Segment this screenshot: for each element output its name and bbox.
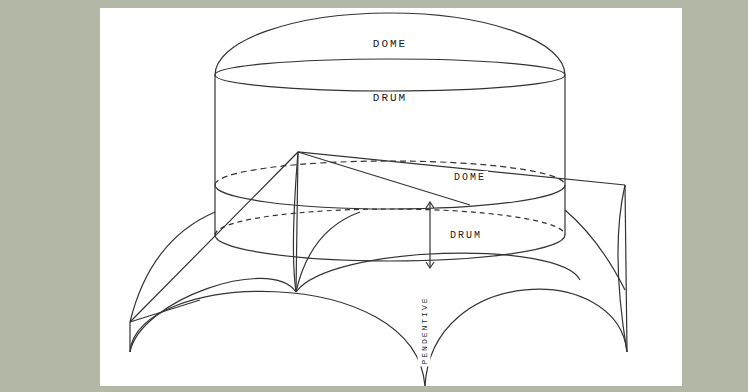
white-panel bbox=[100, 8, 682, 386]
drum-label: DRUM bbox=[371, 92, 409, 105]
inner-dome-label: DOME bbox=[452, 171, 488, 184]
pendentive-label: PENDENTIVE bbox=[417, 294, 430, 366]
inner-drum-label: DRUM bbox=[448, 229, 484, 242]
dome-label: DOME bbox=[371, 38, 409, 51]
